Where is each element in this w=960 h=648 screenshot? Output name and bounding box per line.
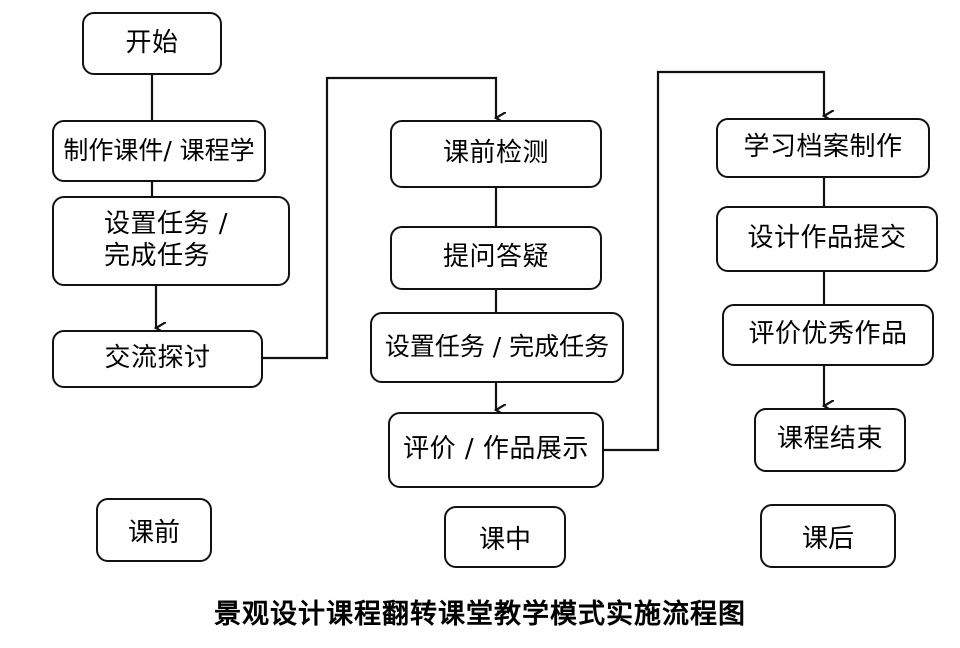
node-pre-test-label: 课前检测 xyxy=(442,138,549,169)
stage-in-class: 课中 xyxy=(444,506,566,568)
node-assign-task: 设置任务 / 完成任务 xyxy=(52,196,290,286)
node-eval-excellent-label: 评价优秀作品 xyxy=(748,319,908,350)
node-assign-complete-label: 设置任务 / 完成任务 xyxy=(384,332,610,362)
node-pre-test: 课前检测 xyxy=(390,120,602,188)
node-submit-work: 设计作品提交 xyxy=(716,206,938,272)
node-start: 开始 xyxy=(82,12,222,75)
diagram-caption: 景观设计课程翻转课堂教学模式实施流程图 xyxy=(214,599,746,630)
node-assign-task-line2: 完成任务 xyxy=(104,241,211,271)
node-discussion-label: 交流探讨 xyxy=(104,343,211,374)
arrow-discussion-to-pretest xyxy=(263,76,496,360)
node-discussion: 交流探讨 xyxy=(52,330,263,388)
node-eval-excellent: 评价优秀作品 xyxy=(722,304,934,366)
node-start-label: 开始 xyxy=(125,27,179,58)
stage-before-class-label: 课前 xyxy=(127,517,180,548)
stage-before-class: 课前 xyxy=(96,498,212,562)
node-portfolio-label: 学习档案制作 xyxy=(743,132,903,163)
node-assign-task-line1: 设置任务 / xyxy=(104,209,229,240)
stage-after-class: 课后 xyxy=(760,504,896,568)
node-eval-show: 评价 / 作品展示 xyxy=(388,412,604,488)
node-eval-show-label: 评价 / 作品展示 xyxy=(403,434,589,465)
node-make-courseware: 制作课件/ 课程学 xyxy=(52,120,266,182)
node-course-end-label: 课程结束 xyxy=(776,424,883,455)
node-make-courseware-label: 制作课件/ 课程学 xyxy=(63,135,255,165)
node-qa-label: 提问答疑 xyxy=(442,242,549,273)
stage-after-class-label: 课后 xyxy=(801,523,854,554)
arrow-eval-to-portfolio xyxy=(604,70,824,452)
node-qa: 提问答疑 xyxy=(390,226,602,290)
node-submit-work-label: 设计作品提交 xyxy=(747,223,907,254)
stage-in-class-label: 课中 xyxy=(478,524,531,555)
node-portfolio: 学习档案制作 xyxy=(716,118,930,178)
node-course-end: 课程结束 xyxy=(754,408,906,472)
node-assign-complete: 设置任务 / 完成任务 xyxy=(370,312,624,383)
